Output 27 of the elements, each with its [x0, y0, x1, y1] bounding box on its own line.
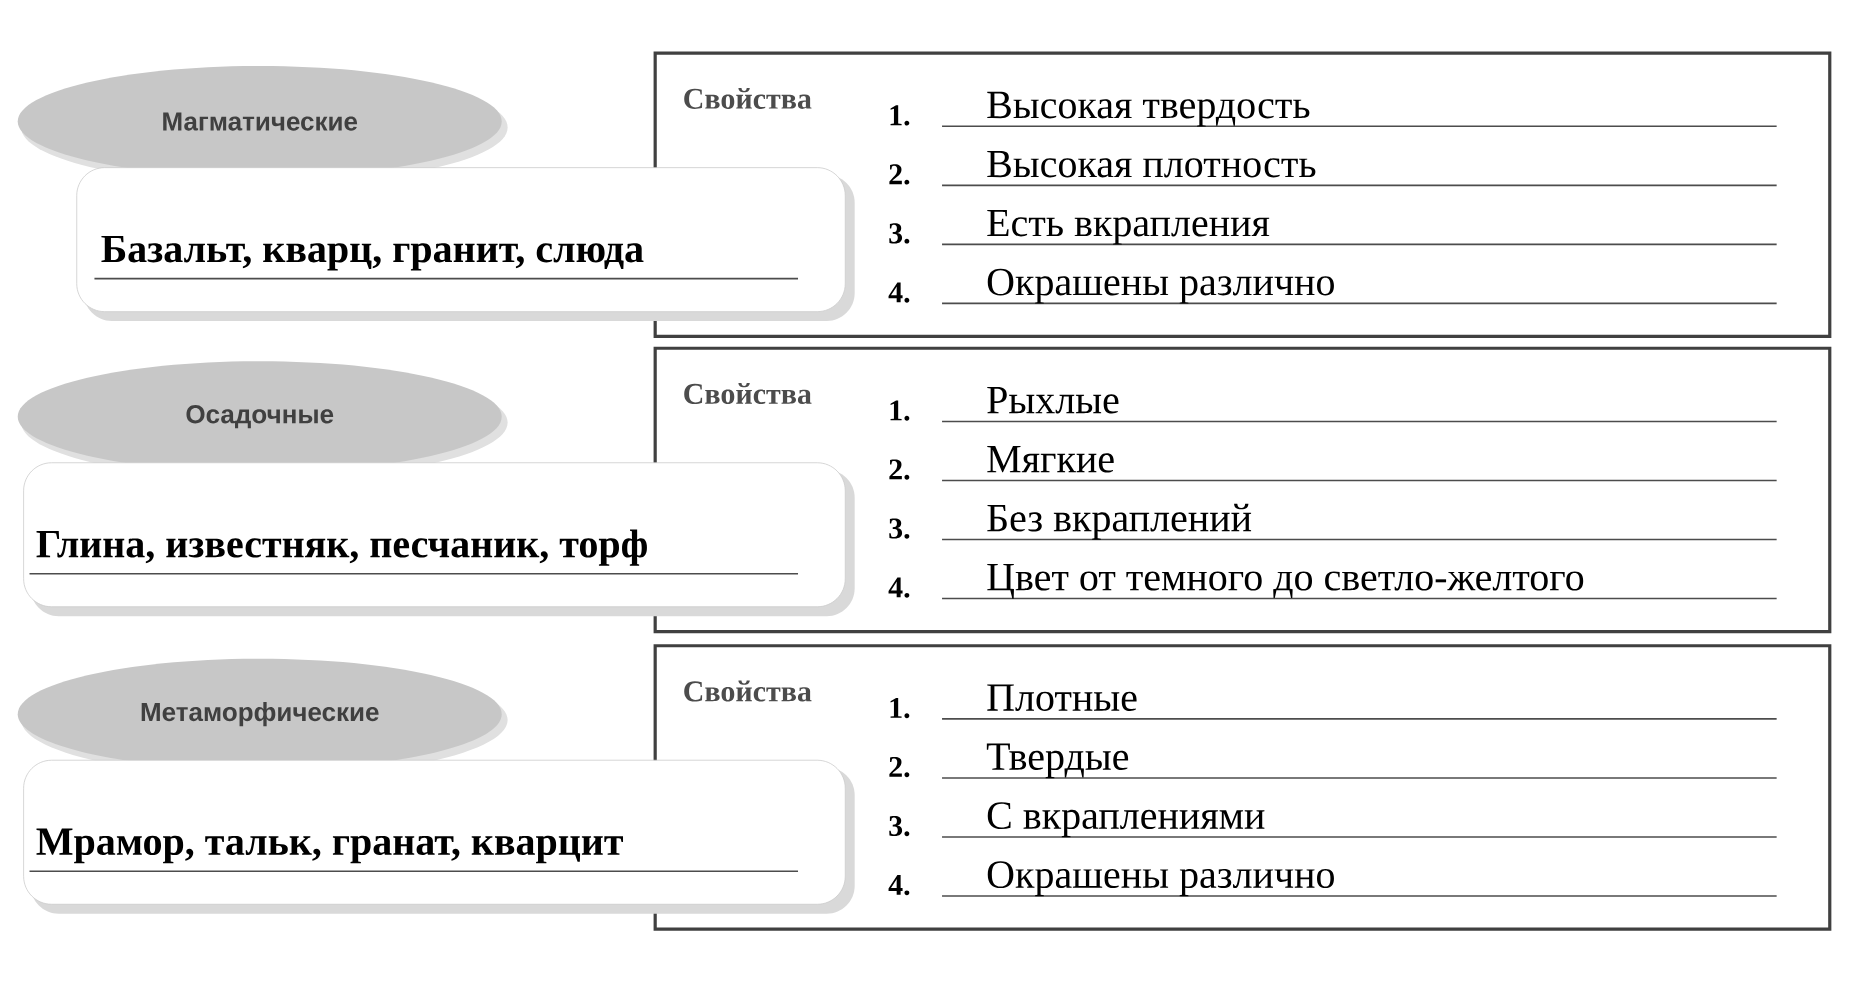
- answer-text: Окрашены различно: [987, 268, 1334, 304]
- answer-text: Есть вкрапления: [987, 210, 1270, 245]
- number: 2.: [889, 164, 910, 185]
- number: 1.: [890, 105, 910, 126]
- number: 3.: [889, 223, 910, 244]
- number: 4.: [888, 282, 910, 303]
- number: 3.: [889, 816, 910, 837]
- answer-text: Без вкраплений: [987, 503, 1252, 540]
- number: 1.: [890, 698, 910, 719]
- node-label: Свойства: [684, 383, 812, 405]
- answer-text: Плотные: [987, 684, 1137, 712]
- number: 3.: [889, 518, 910, 539]
- answer-text: Цвет от темного до светло-желтого: [987, 564, 1584, 599]
- answer-text: Окрашены различно: [987, 861, 1334, 897]
- node-label: Свойства: [684, 680, 812, 702]
- number: 1.: [890, 400, 910, 421]
- node-label: Свойства: [684, 88, 812, 109]
- answer-text: Рыхлые: [987, 387, 1119, 414]
- number: 2.: [889, 459, 910, 480]
- number: 4.: [888, 577, 910, 598]
- answer-text: Твердые: [986, 743, 1129, 779]
- answer-text: Высокая плотность: [987, 151, 1316, 178]
- answer-text: С вкраплениями: [987, 802, 1265, 838]
- number: 4.: [888, 875, 910, 896]
- answer-text: Высокая твердость: [987, 91, 1310, 127]
- answer-text: Мягкие: [987, 446, 1114, 473]
- number: 2.: [889, 757, 910, 778]
